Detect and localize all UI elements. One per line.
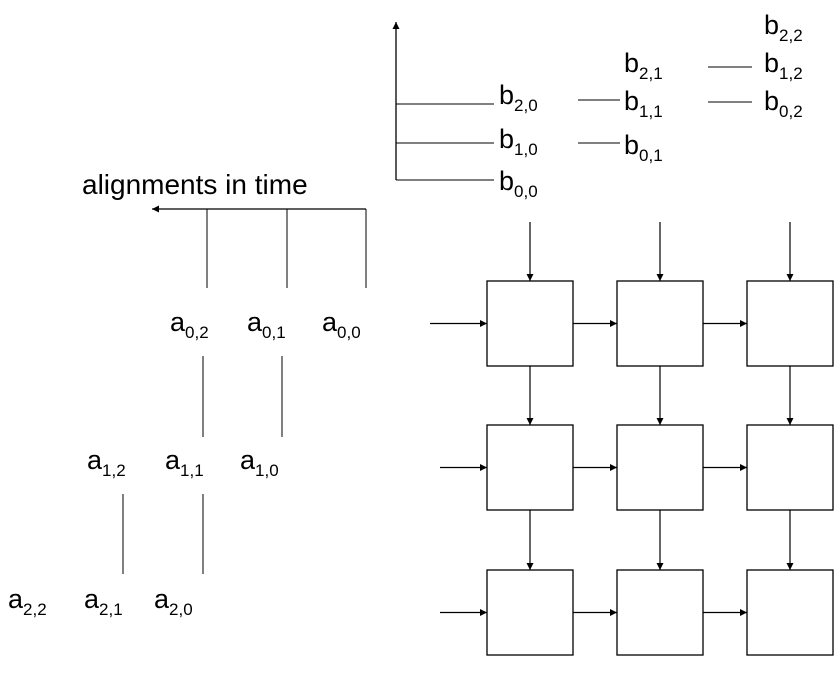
processing-element-1-2 <box>746 424 834 511</box>
label-b-2-0: b2,0 <box>499 80 538 115</box>
label-a-0-0: a0,0 <box>322 307 361 342</box>
processing-element-1-1 <box>616 424 704 511</box>
label-a-2-0: a2,0 <box>154 584 193 619</box>
processing-element-0-1 <box>616 280 704 367</box>
label-b-0-2: b0,2 <box>764 86 803 121</box>
processing-element-1-0 <box>486 424 574 511</box>
processing-element-0-2 <box>746 280 834 367</box>
processing-element-2-1 <box>616 569 704 656</box>
label-b-2-1: b2,1 <box>624 48 663 83</box>
label-b-2-2: b2,2 <box>764 10 803 45</box>
label-a-1-1: a1,1 <box>165 445 204 480</box>
label-a-0-2: a0,2 <box>170 307 209 342</box>
label-a-2-1: a2,1 <box>84 584 123 619</box>
label-b-0-1: b0,1 <box>624 130 663 165</box>
label-b-1-2: b1,2 <box>764 48 803 83</box>
label-a-1-0: a1,0 <box>240 445 279 480</box>
label-a-1-2: a1,2 <box>87 445 126 480</box>
alignments-in-time-title: alignments in time <box>82 169 308 200</box>
processing-element-2-2 <box>746 569 834 656</box>
processing-element-0-0 <box>486 280 574 367</box>
label-b-0-0: b0,0 <box>499 166 538 201</box>
processing-element-grid <box>430 222 834 656</box>
label-a-0-1: a0,1 <box>247 307 286 342</box>
processing-element-2-0 <box>486 569 574 656</box>
label-a-2-2: a2,2 <box>8 584 47 619</box>
label-b-1-0: b1,0 <box>499 124 538 159</box>
label-b-1-1: b1,1 <box>624 86 663 121</box>
